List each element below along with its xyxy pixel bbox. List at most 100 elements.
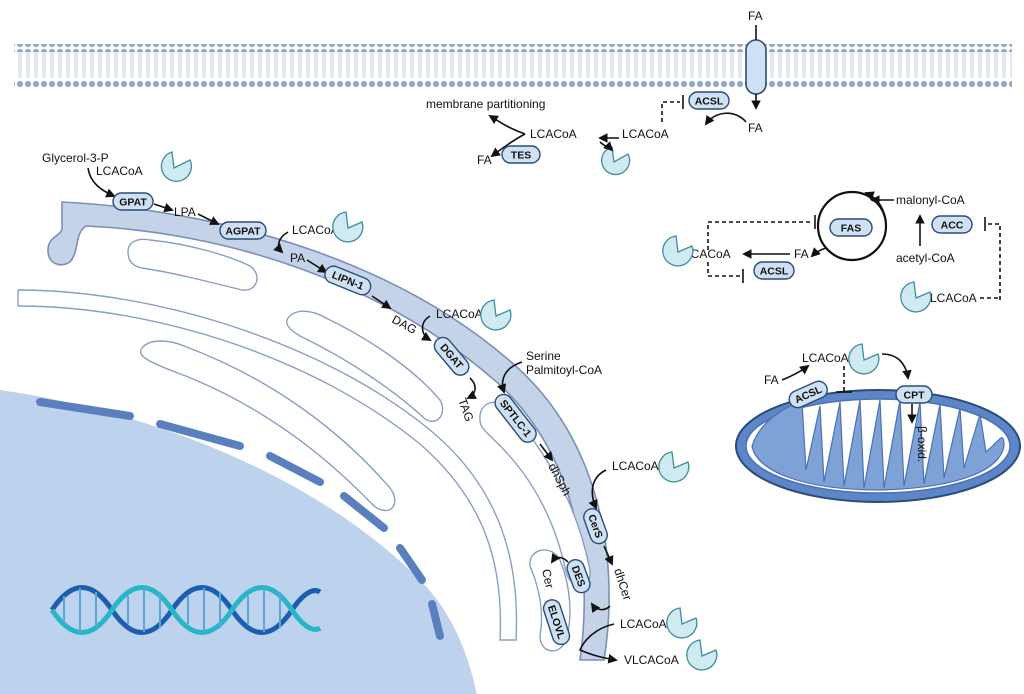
- glycerol-3-p-label: Glycerol-3-P: [42, 151, 109, 165]
- sptlc1-enzyme: [494, 393, 537, 443]
- g3p-to-gpat-arrow: [87, 167, 116, 198]
- er-tubule-2: [286, 310, 444, 423]
- lcacoa-2-label: LCACoA: [292, 223, 339, 237]
- pa-label: PA: [290, 251, 305, 265]
- to-fa-arrow: [490, 133, 526, 158]
- fa-top-label: FA: [748, 9, 763, 23]
- pac-bind-arrow: [599, 141, 614, 152]
- mitochondrion: [735, 389, 1021, 503]
- lcacoa-cers-arrow: [588, 469, 607, 510]
- lpa-arrow: [197, 213, 220, 225]
- lcacoa-pacman-icon: [160, 151, 193, 182]
- agpat-label: AGPAT: [225, 226, 261, 238]
- acsl-denovo-label: ACSL: [760, 266, 789, 278]
- gpat-label: GPAT: [119, 197, 147, 209]
- serine-label: Serine: [526, 349, 561, 363]
- acsl-top-enzyme: [688, 91, 730, 110]
- palmitoyl-coa-label: Palmitoyl-CoA: [526, 363, 602, 377]
- dhcer-to-des-arrow: [590, 602, 611, 614]
- lcacoa-pacman-icon: [600, 146, 631, 176]
- pa-arrow: [306, 259, 328, 274]
- cers-arrow: [603, 545, 614, 566]
- lipn1-arrow: [371, 295, 392, 310]
- nuclear-pore-segments: [36, 398, 444, 640]
- lcacoa-pacman-icon: [332, 211, 364, 243]
- er-membrane-outer: [47, 201, 610, 661]
- des-arrow: [550, 552, 569, 564]
- acsl-activation-arrow: [704, 112, 747, 126]
- acetyl-coa-label: acetyl-CoA: [896, 251, 955, 265]
- vlcacoa-label: VLCACoA: [624, 653, 679, 667]
- lcacoa2-arrow: [273, 231, 289, 254]
- lcacoa-pacman-icon: [848, 343, 880, 375]
- membrane-partitioning-label: membrane partitioning: [426, 97, 545, 111]
- cpt-enzyme: [895, 385, 933, 404]
- fas-cycle-arrow: [864, 191, 887, 227]
- acsl-top-label: ACSL: [695, 96, 724, 108]
- lcacoa-left-label: LCACoA: [530, 127, 577, 141]
- lcacoa-sph-label: LCACoA: [612, 459, 659, 473]
- cers-enzyme: [583, 508, 608, 545]
- partition-arrow: [488, 115, 526, 135]
- lcacoa-pacman-icon: [666, 607, 698, 639]
- fas-enzyme: [829, 218, 873, 237]
- gpat-enzyme: [112, 192, 154, 211]
- fas-label: FAS: [841, 223, 861, 235]
- beta-oxidation-label: β-oxid.: [915, 426, 929, 462]
- cer-label: Cer: [539, 568, 557, 590]
- malonyl-coa-label: malonyl-CoA: [896, 193, 965, 207]
- fa-to-lcacoa-mito-arrow: [781, 364, 810, 381]
- fa-denovo-label: FA: [794, 247, 809, 261]
- acsl-inhibition-line: [661, 101, 680, 122]
- lcacoa-to-cpt-arrow: [881, 353, 912, 380]
- lcacoa-pacman-icon: [658, 451, 690, 483]
- fa-bottom-label: FA: [748, 121, 763, 135]
- acsl-feedback-line: [707, 262, 740, 277]
- des-enzyme: [566, 558, 591, 594]
- er-sheet-2: [17, 289, 518, 641]
- fas-feedback-line: [707, 221, 812, 250]
- lipn1-enzyme: [324, 265, 372, 296]
- cpt-label: CPT: [904, 390, 926, 402]
- dhcer-label: dhCer: [611, 567, 634, 602]
- lpa-label: LPA: [174, 205, 196, 219]
- gpat-arrow: [153, 203, 174, 213]
- acc-label: ACC: [941, 220, 964, 232]
- acc-enzyme: [931, 215, 973, 234]
- er-tubule-3: [139, 340, 396, 512]
- nucleus: [0, 390, 477, 694]
- lcacoa-pacman-icon: [662, 235, 694, 267]
- serine-arrow: [497, 361, 523, 394]
- lcacoa-pacman-icon: [686, 639, 718, 671]
- dgat-arrow: [466, 377, 478, 399]
- lcacoa-pacman-icon: [480, 299, 512, 331]
- elovl-arrow: [578, 623, 618, 664]
- tag-label: TAG: [455, 396, 476, 423]
- lcacoa-elovl-label: LCACoA: [620, 617, 667, 631]
- acsl-mito-enzyme: [788, 380, 828, 409]
- lcacoa-acc-label: LCACoA: [930, 291, 977, 305]
- lcacoa3-arrow: [420, 315, 432, 341]
- sptlc1-arrow: [539, 443, 554, 462]
- fas-to-fa-arrow: [810, 247, 827, 258]
- dgat-enzyme: [433, 336, 470, 376]
- elovl-enzyme: [542, 599, 571, 646]
- lcacoa-denovo-label: LCACoA: [684, 247, 731, 261]
- lcacoa-pacman-icon: [900, 281, 932, 313]
- tes-enzyme: [501, 145, 541, 164]
- lcacoa-right-label: LCACoA: [622, 127, 669, 141]
- lcacoa-3-label: LCACoA: [436, 307, 483, 321]
- agpat-enzyme: [219, 221, 267, 240]
- er-tubule-1: [127, 238, 258, 291]
- membrane-channel-icon: [745, 39, 767, 95]
- lcacoa-1-label: LCACoA: [96, 164, 143, 178]
- plasma-membrane: [14, 44, 1012, 88]
- acsl-denovo-enzyme: [753, 261, 795, 280]
- dna-helix-icon: [49, 585, 322, 635]
- acc-feedback-line: [988, 223, 1001, 300]
- fa-mito-label: FA: [764, 373, 779, 387]
- lcacoa-mito-label: LCACoA: [802, 351, 849, 365]
- fa-tes-label: FA: [477, 153, 492, 167]
- tes-label: TES: [511, 150, 531, 162]
